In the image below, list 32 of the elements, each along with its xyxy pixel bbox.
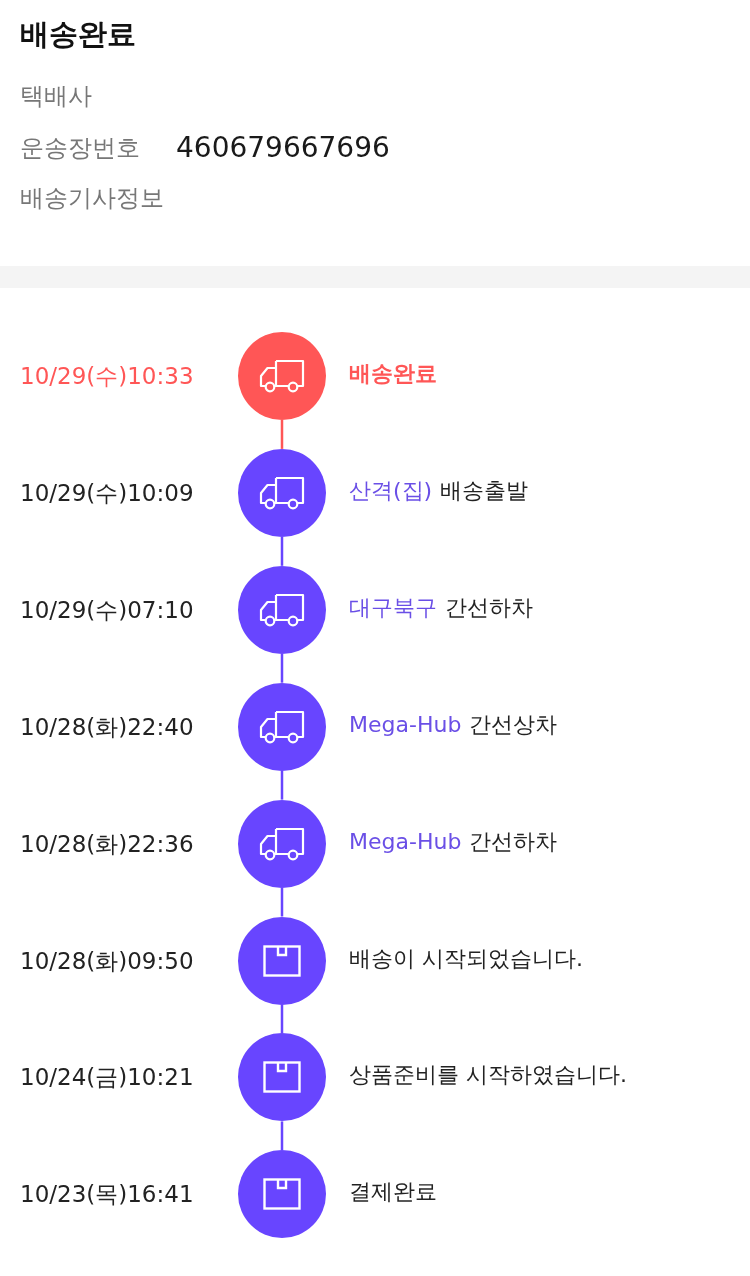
status-text: 간선상차 bbox=[469, 710, 558, 739]
timestamp: 10/24(금)10:21 bbox=[20, 1063, 194, 1093]
timeline-connector bbox=[280, 1004, 284, 1034]
field-label: 운송장번호 bbox=[20, 133, 140, 164]
timeline-connector bbox=[280, 420, 284, 449]
location-text: 산격(집) bbox=[349, 476, 433, 505]
timestamp: 10/28(화)22:40 bbox=[20, 712, 194, 742]
timestamp: 10/28(화)22:36 bbox=[20, 829, 194, 859]
timestamp: 10/29(수)10:09 bbox=[20, 478, 194, 508]
driver-info-label: 배송기사정보 bbox=[20, 183, 164, 214]
timestamp: 10/29(수)07:10 bbox=[20, 595, 194, 625]
status-text: 배송완료 bbox=[349, 360, 437, 388]
timeline-connector bbox=[280, 770, 284, 800]
timeline-connector bbox=[280, 1121, 284, 1151]
timeline-connector bbox=[280, 653, 284, 683]
status-text: 배송이 시작되었습니다. bbox=[349, 944, 583, 973]
timeline-connector bbox=[280, 536, 284, 566]
timeline-connector bbox=[280, 887, 284, 917]
location-text: Mega-Hub bbox=[349, 827, 462, 856]
status-text: 간선하차 bbox=[469, 827, 558, 856]
timestamp: 10/29(수)10:33 bbox=[20, 362, 194, 391]
page-title: 배송완료 bbox=[20, 16, 136, 52]
status-text: 간선하차 bbox=[445, 593, 533, 622]
status-text: 배송출발 bbox=[440, 476, 529, 505]
timestamp: 10/28(화)09:50 bbox=[20, 946, 194, 976]
location-text: Mega-Hub bbox=[349, 710, 462, 739]
status-text: 상품준비를 시작하였습니다. bbox=[349, 1061, 627, 1090]
status-text: 결제완료 bbox=[349, 1178, 437, 1207]
field-label: 택배사 bbox=[20, 81, 92, 112]
tracking-number: 460679667696 bbox=[176, 130, 390, 166]
location-text: 대구북구 bbox=[349, 593, 437, 622]
timestamp: 10/23(목)16:41 bbox=[20, 1180, 194, 1210]
